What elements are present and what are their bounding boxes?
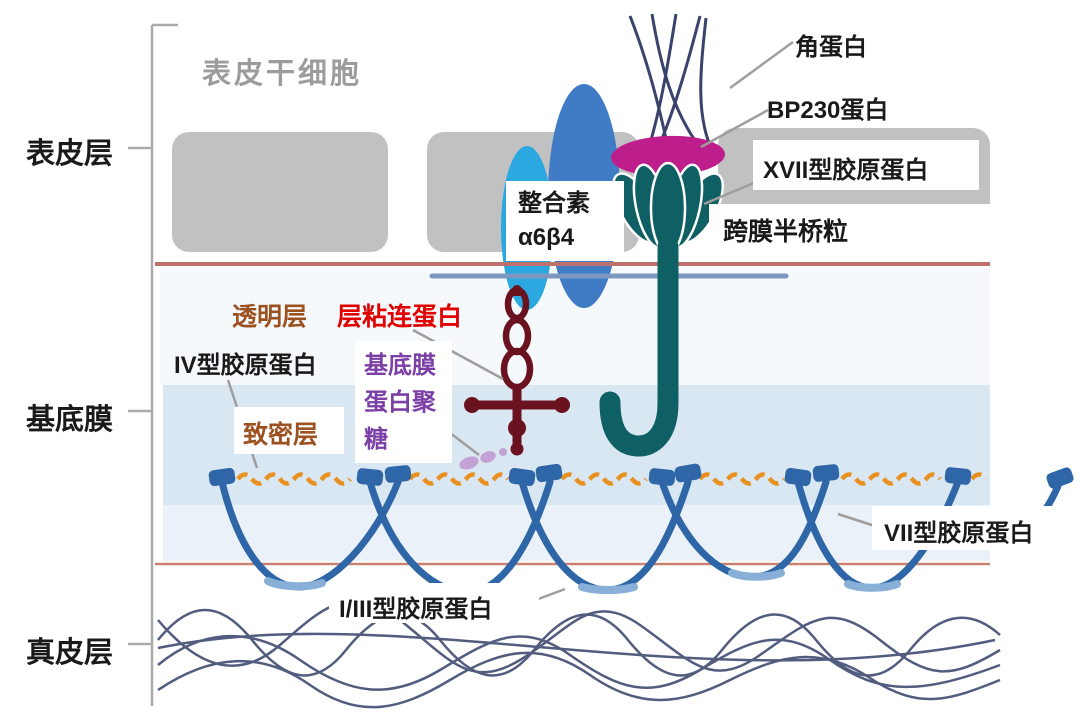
laminin-label: 层粘连蛋白 — [337, 303, 463, 331]
integrin-label: 整合素 α6β4 — [506, 181, 624, 261]
layer-label-epidermis: 表皮层 — [26, 138, 114, 170]
collagen-i-iii-fibers — [157, 599, 1001, 709]
perlecan-label-line1: 基底膜 — [364, 352, 436, 379]
bp230-leader — [700, 108, 769, 149]
layer-bracket — [128, 23, 178, 706]
perlecan-label-line2: 蛋白聚 — [364, 389, 436, 416]
keratin-label: 角蛋白 — [795, 34, 867, 61]
integrin-label-line1: 整合素 — [518, 190, 590, 217]
collagen-vii-label-text: VII型胶原蛋白 — [884, 520, 1034, 547]
hemidesmosome-label: 跨膜半桥粒 — [709, 204, 993, 252]
lamina-densa-label: 致密层 — [234, 407, 344, 454]
collagen-xvii-leader — [703, 180, 757, 206]
keratin-leader — [729, 40, 794, 90]
collagen-xvii-label: XVII型胶原蛋白 — [753, 140, 979, 190]
collagen-i-iii-label: I/III型胶原蛋白 — [329, 583, 539, 623]
sub-basal-band — [163, 505, 990, 561]
hemidesmosome-petals — [611, 161, 725, 255]
layer-label-dermis: 真皮层 — [26, 637, 114, 669]
epidermal-cell — [172, 132, 388, 252]
bp230-label: BP230蛋白 — [767, 97, 889, 124]
laminin-leader — [412, 328, 504, 381]
layer-label-basement-membrane: 基底膜 — [26, 404, 114, 436]
hemidesmosome-label-text: 跨膜半桥粒 — [723, 218, 849, 246]
collagen-xvii-label-text: XVII型胶原蛋白 — [763, 157, 929, 184]
collagen-vii-label: VII型胶原蛋白 — [872, 506, 1068, 550]
lamina-densa-label-text: 致密层 — [243, 421, 319, 449]
collagen-iv-label: IV型胶原蛋白 — [174, 352, 317, 379]
collagen-xvii-tail — [599, 236, 679, 457]
integrin-label-line2: α6β4 — [518, 224, 575, 251]
perlecan-blobs — [459, 448, 507, 470]
collagen-i-iii-label-text: I/III型胶原蛋白 — [339, 596, 493, 623]
keratin-filaments — [628, 13, 714, 151]
stem-cell-label: 表皮干细胞 — [202, 58, 363, 90]
lamina-lucida-label: 透明层 — [232, 303, 308, 331]
laminin-globular-domains — [464, 285, 570, 456]
collagen-iv-layer — [236, 472, 988, 486]
perlecan-label-line3: 糖 — [364, 426, 388, 453]
collagen-vii-anchor-knobs — [208, 463, 1074, 489]
perlecan-label: 基底膜 蛋白聚 糖 — [355, 341, 452, 463]
